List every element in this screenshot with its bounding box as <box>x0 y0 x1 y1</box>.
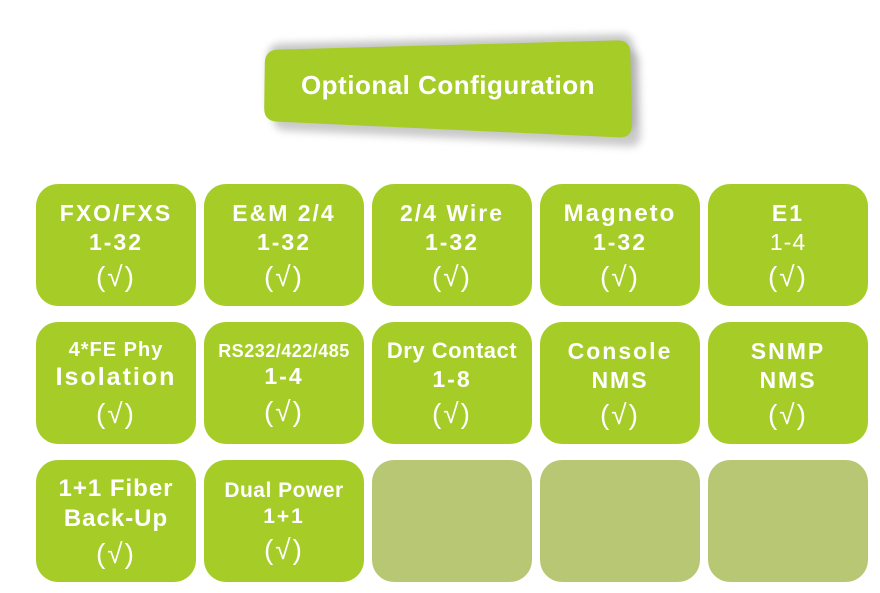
card-e1: E1 1-4 (√) <box>708 184 868 306</box>
card-fiber-backup: 1+1 Fiber Back-Up (√) <box>36 460 196 582</box>
card-title: E&M 2/4 <box>232 200 336 227</box>
card-grid: FXO/FXS 1-32 (√) E&M 2/4 1-32 (√) 2/4 Wi… <box>36 184 868 582</box>
card-range: 1-32 <box>424 228 480 255</box>
card-title: 2/4 Wire <box>399 200 504 227</box>
card-empty-3 <box>708 460 868 582</box>
card-empty-2 <box>540 460 700 582</box>
card-rs232-422-485: RS232/422/485 1-4 (√) <box>204 322 364 444</box>
check-mark: (√) <box>767 260 808 292</box>
card-subtitle: Isolation <box>55 363 177 392</box>
card-title: 1+1 Fiber <box>58 475 174 503</box>
card-range: 1-32 <box>88 228 144 255</box>
banner-body <box>264 40 632 138</box>
check-mark: (√) <box>263 260 304 292</box>
check-mark: (√) <box>767 398 808 430</box>
check-mark: (√) <box>95 260 136 292</box>
card-4fe-phy-isolation: 4*FE Phy Isolation (√) <box>36 322 196 444</box>
banner-shape <box>264 34 641 147</box>
card-subtitle: NMS <box>591 366 649 393</box>
card-range: 1-32 <box>592 229 648 256</box>
card-title: 4*FE Phy <box>68 339 164 362</box>
card-console-nms: Console NMS (√) <box>540 322 700 444</box>
card-title: FXO/FXS <box>59 200 173 227</box>
card-title: Magneto <box>563 199 677 227</box>
card-range: 1+1 <box>263 504 305 528</box>
check-mark: (√) <box>431 397 472 429</box>
card-range: 1-8 <box>432 365 472 392</box>
card-2-4-wire: 2/4 Wire 1-32 (√) <box>372 184 532 306</box>
check-mark: (√) <box>599 261 640 293</box>
check-mark: (√) <box>263 534 304 566</box>
check-mark: (√) <box>431 260 472 292</box>
card-dry-contact: Dry Contact 1-8 (√) <box>372 322 532 444</box>
card-title: RS232/422/485 <box>218 340 350 361</box>
check-mark: (√) <box>95 397 136 429</box>
card-subtitle: Back-Up <box>63 504 169 532</box>
card-range: 1-32 <box>256 228 312 255</box>
check-mark: (√) <box>95 537 136 569</box>
card-title: Dry Contact <box>386 338 518 364</box>
card-range: 1-4 <box>264 363 304 390</box>
check-mark: (√) <box>599 398 640 430</box>
card-snmp-nms: SNMP NMS (√) <box>708 322 868 444</box>
card-title: Dual Power <box>224 478 344 502</box>
card-range: 1-4 <box>769 228 807 255</box>
card-title: E1 <box>771 200 805 227</box>
check-mark: (√) <box>263 395 304 427</box>
card-title: Console <box>567 338 673 365</box>
card-title: SNMP <box>750 338 826 365</box>
card-subtitle: NMS <box>759 366 817 393</box>
card-em-2-4: E&M 2/4 1-32 (√) <box>204 184 364 306</box>
card-empty-1 <box>372 460 532 582</box>
card-dual-power: Dual Power 1+1 (√) <box>204 460 364 582</box>
card-fxo-fxs: FXO/FXS 1-32 (√) <box>36 184 196 306</box>
card-magneto: Magneto 1-32 (√) <box>540 184 700 306</box>
banner-title: Optional Configuration <box>300 69 596 100</box>
